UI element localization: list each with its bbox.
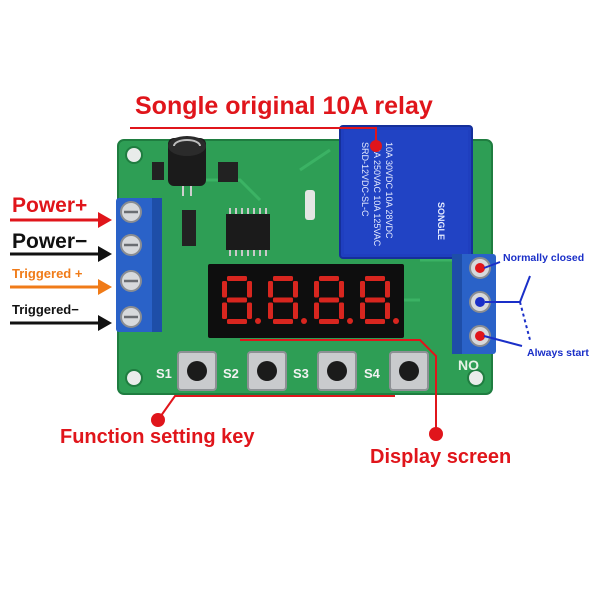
transistor <box>152 162 164 180</box>
triggered-plus-label: Triggered + <box>12 266 83 281</box>
display-segment <box>360 281 365 298</box>
led-display <box>208 264 404 338</box>
input-terminal-block <box>116 198 162 332</box>
display-segment <box>247 281 252 298</box>
capacitor <box>168 136 206 196</box>
regulator <box>218 162 238 182</box>
key-label-s2: S2 <box>223 366 239 381</box>
display-segment <box>227 276 247 281</box>
display-segment <box>273 276 293 281</box>
relay-output-terminal-block <box>452 254 496 354</box>
display-segment <box>314 281 319 298</box>
display-segment <box>339 281 344 298</box>
display-screen-callout: Display screen <box>370 446 512 468</box>
function-key-callout: Function setting key <box>60 426 255 448</box>
display-decimal-point <box>347 318 353 324</box>
contact-markers <box>475 261 531 347</box>
display-segment <box>273 319 293 324</box>
display-segment <box>319 319 339 324</box>
display-segment <box>222 281 227 298</box>
triggered-minus-label: Triggered− <box>12 302 79 317</box>
relay-callout-line <box>130 127 382 152</box>
display-segment <box>360 302 365 319</box>
display-segment <box>365 276 385 281</box>
key-label-s4: S4 <box>364 366 380 381</box>
display-segment <box>293 281 298 298</box>
display-segment <box>268 281 273 298</box>
display-segment <box>273 297 293 303</box>
key-label-s1: S1 <box>156 366 172 381</box>
display-segment <box>365 319 385 324</box>
display-segment <box>314 302 319 319</box>
ic-chip <box>226 208 270 256</box>
relay-title-callout: Songle original 10A relay <box>135 92 433 120</box>
relay-brand-text: SONGLE <box>436 202 446 240</box>
function-key-callout-line <box>151 395 395 427</box>
display-segment <box>385 302 390 319</box>
always-start-label: Always start <box>527 347 589 359</box>
display-segment <box>319 297 339 303</box>
power-minus-label: Power− <box>12 230 88 253</box>
display-segment <box>319 276 339 281</box>
display-segment <box>227 297 247 303</box>
input-arrows <box>10 212 112 331</box>
display-segment <box>268 302 273 319</box>
display-decimal-point <box>255 318 261 324</box>
relay: SRD-12VDC-SL-C 10A 250VAC 10A 125VAC 10A… <box>339 125 473 259</box>
relay-rating-text: 10A 30VDC 10A 28VDC <box>384 142 394 239</box>
display-callout-line <box>240 339 443 441</box>
no-terminal-label: NO <box>458 357 479 373</box>
component <box>182 210 196 246</box>
display-decimal-point <box>301 318 307 324</box>
display-segment <box>365 297 385 303</box>
key-label-s3: S3 <box>293 366 309 381</box>
power-plus-label: Power+ <box>12 194 88 217</box>
display-segment <box>339 302 344 319</box>
normally-closed-label: Normally closed <box>503 252 585 264</box>
tactile-buttons <box>177 351 429 391</box>
display-segment <box>385 281 390 298</box>
diode <box>305 190 315 220</box>
relay-model-text: SRD-12VDC-SL-C <box>360 142 370 217</box>
mounting-holes <box>125 146 485 387</box>
display-segment <box>227 319 247 324</box>
display-segment <box>222 302 227 319</box>
relay-rating-text: 10A 250VAC 10A 125VAC <box>372 142 382 247</box>
display-decimal-point <box>393 318 399 324</box>
display-segment <box>293 302 298 319</box>
display-segment <box>247 302 252 319</box>
